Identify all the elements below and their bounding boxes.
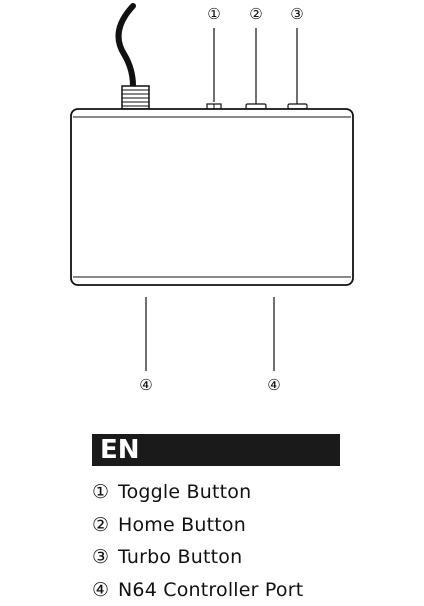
device-body — [71, 109, 353, 285]
language-header: EN — [92, 434, 340, 466]
marker-2: ② — [249, 5, 262, 23]
legend-item-home-button: ② Home Button — [92, 509, 303, 542]
device-diagram: ① ② ③ ④ ④ — [0, 0, 424, 420]
legend-label: Turbo Button — [118, 546, 242, 568]
legend-number: ① — [92, 481, 118, 503]
legend-item-turbo-button: ③ Turbo Button — [92, 541, 303, 574]
legend-number: ④ — [92, 579, 118, 601]
marker-4-left: ④ — [139, 376, 152, 394]
legend-label: N64 Controller Port — [118, 579, 303, 601]
legend-number: ② — [92, 514, 118, 536]
legend-list: ① Toggle Button ② Home Button ③ Turbo Bu… — [92, 476, 303, 606]
legend-number: ③ — [92, 546, 118, 568]
language-code: EN — [100, 435, 140, 465]
marker-1: ① — [207, 5, 220, 23]
marker-4-right: ④ — [267, 376, 280, 394]
legend-label: Toggle Button — [118, 481, 251, 503]
legend-item-controller-port: ④ N64 Controller Port — [92, 574, 303, 606]
legend-label: Home Button — [118, 514, 246, 536]
marker-3: ③ — [290, 5, 303, 23]
cable-connector — [122, 86, 149, 109]
cable — [118, 6, 133, 86]
legend-item-toggle-button: ① Toggle Button — [92, 476, 303, 509]
